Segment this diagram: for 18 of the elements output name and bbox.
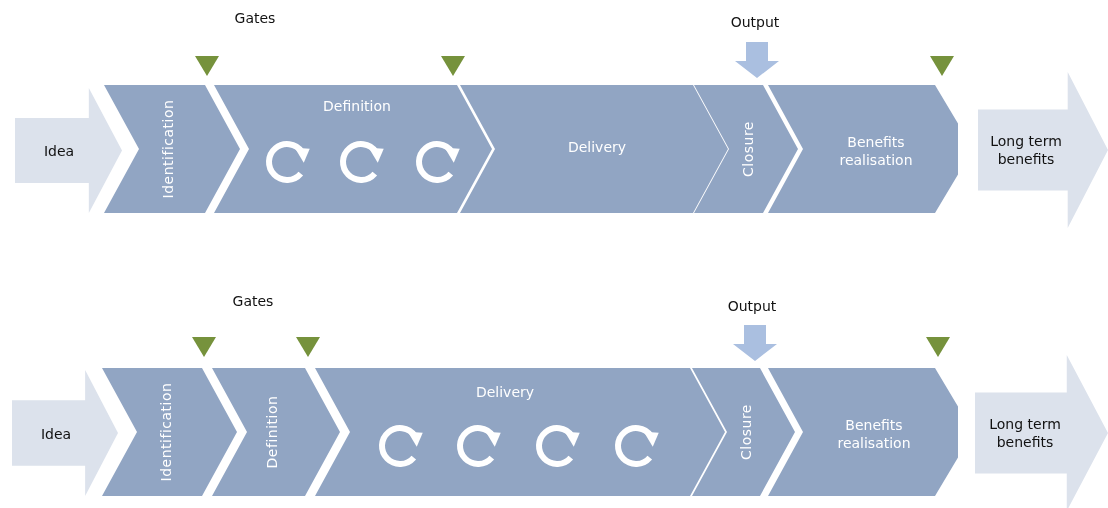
stage-label: Definition [262, 394, 281, 471]
stage-label: Closure [738, 120, 757, 179]
annotation-label: Gates [234, 10, 276, 26]
arrow-label: Long term benefits [988, 414, 1062, 452]
arrow-label: Long term benefits [989, 131, 1063, 169]
annotation-label: Output [727, 298, 777, 314]
annotation-label: Output [730, 14, 780, 30]
annotation-label: Gates [232, 293, 274, 309]
stage-label: Identification [158, 98, 177, 201]
stage-label: Benefits realisation [838, 132, 914, 170]
stage-label: Closure [736, 403, 755, 462]
stage-label: Definition [322, 96, 392, 116]
stage-label: Benefits realisation [836, 415, 912, 453]
arrow-label: Idea [42, 141, 76, 161]
stage-label: Identification [156, 381, 175, 484]
stage-label: Delivery [566, 137, 628, 157]
stage-label: Delivery [474, 382, 536, 402]
arrow-label: Idea [39, 424, 73, 444]
